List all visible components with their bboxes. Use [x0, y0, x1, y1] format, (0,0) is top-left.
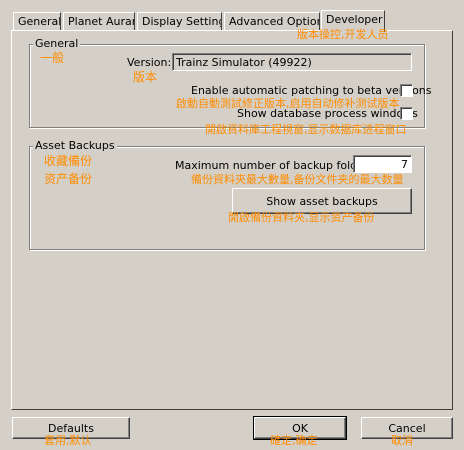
tab-advanced-options[interactable]: Advanced Options — [224, 12, 320, 30]
annotation-developer-tab: 版本操控,开发人员 — [297, 28, 389, 41]
annotation-cancel: 取消 — [391, 434, 413, 447]
ok-button[interactable]: OK — [253, 416, 347, 440]
annotation-db-windows: 開啟資料庫工程視窗,显示数据库进程窗口 — [205, 123, 407, 136]
db-windows-checkbox[interactable] — [400, 107, 413, 120]
version-field: Trainz Simulator (49922) — [172, 53, 412, 71]
tab-planet-auran[interactable]: Planet Auran — [63, 12, 135, 30]
cancel-button[interactable]: Cancel — [361, 417, 453, 439]
max-backup-label: Maximum number of backup folders: — [175, 159, 378, 172]
annotation-ok: 確定,确定 — [270, 434, 318, 447]
annotation-beta-patching: 啟動自動測試修正版本,启用自动修补测试版本 — [176, 97, 400, 110]
max-backup-input[interactable]: 7 — [353, 155, 412, 173]
annotation-max-backup: 備份資料夾最大數量,备份文件夹的最大数量 — [191, 173, 404, 186]
asset-backups-group — [29, 146, 425, 250]
annotation-version: 版本 — [133, 70, 158, 84]
developer-panel — [11, 30, 453, 410]
beta-patching-label: Enable automatic patching to beta versio… — [191, 84, 432, 97]
general-group — [29, 44, 425, 128]
tab-general[interactable]: General — [13, 12, 61, 30]
show-asset-backups-button[interactable]: Show asset backups — [232, 188, 412, 214]
general-group-title: General — [33, 37, 81, 50]
annotation-asset-backups-simp: 资产备份 — [44, 172, 93, 186]
asset-backups-title: Asset Backups — [33, 139, 117, 152]
annotation-defaults: 套用,默认 — [44, 434, 92, 447]
annotation-general: 一般 — [40, 51, 65, 65]
annotation-show-backups: 開啟備份資料夾,显示资产备份 — [228, 211, 375, 224]
defaults-button[interactable]: Defaults — [12, 417, 130, 439]
beta-patching-checkbox[interactable] — [400, 84, 413, 97]
version-label: Version: — [127, 56, 172, 69]
tab-display-settings[interactable]: Display Settings — [137, 12, 222, 30]
annotation-asset-backups-trad: 收藏備份 — [44, 154, 93, 168]
db-windows-label: Show database process windows — [237, 107, 418, 120]
tab-developer[interactable]: Developer — [321, 10, 385, 32]
